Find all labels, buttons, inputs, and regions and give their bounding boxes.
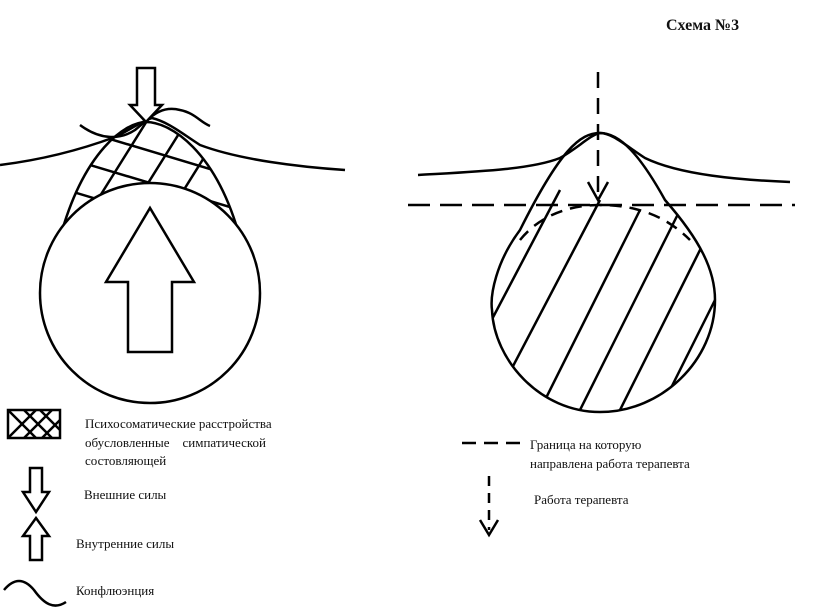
left-scheme xyxy=(0,66,346,405)
legend-external-forces: Внешние силы xyxy=(84,487,167,502)
legend-internal-forces: Внутренние силы xyxy=(76,536,175,551)
legend-symbols xyxy=(3,408,522,607)
legend-therapist-work: Работа терапевта xyxy=(534,492,629,507)
legend-wave-icon xyxy=(3,579,67,607)
right-scheme xyxy=(408,72,795,414)
legend-boundary-line2: направлена работа терапевта xyxy=(530,456,690,471)
internal-force-arrow xyxy=(103,205,197,354)
left-body-circle xyxy=(38,181,262,405)
legend-up-arrow-icon xyxy=(20,515,52,562)
left-confluence-wave xyxy=(79,107,211,139)
legend-therapist-arrowhead-icon xyxy=(478,519,500,538)
legend-boundary-line1: Граница на которую xyxy=(530,437,642,452)
legend-psychosomatic-line1: Психосоматические расстройства xyxy=(85,416,272,431)
right-drop-hatching xyxy=(491,189,715,412)
therapist-work-arrowhead xyxy=(586,181,610,203)
legend-down-arrow-icon xyxy=(20,466,52,515)
boundary-dashed-arc xyxy=(519,203,691,241)
legend-confluence: Конфлюэнция xyxy=(76,583,155,598)
legend-psychosomatic-line2: обусловленные симпатической xyxy=(85,435,267,450)
scheme-title: Схема №3 xyxy=(666,17,740,34)
left-surface-line xyxy=(0,116,346,172)
right-drop-outline xyxy=(490,131,717,414)
right-surface-line xyxy=(417,131,791,184)
legend-psychosomatic-line3: состовляющей xyxy=(85,453,167,468)
external-force-arrow xyxy=(127,66,165,124)
legend-crosshatch-icon xyxy=(6,408,62,440)
